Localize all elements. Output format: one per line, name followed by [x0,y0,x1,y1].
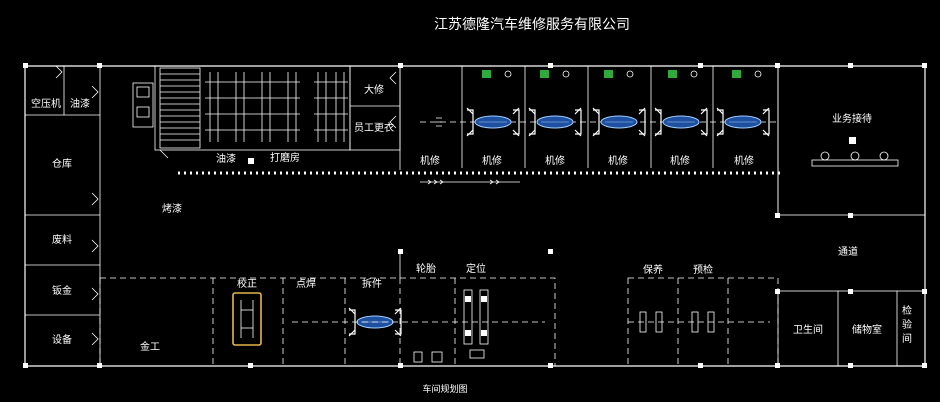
room-waste: 废料 [52,233,72,246]
area-paint-bake: 烤漆 [162,202,182,215]
room-staff-locker: 员工更衣 [354,121,394,134]
reception-area [777,65,926,216]
mech-bay-label: 机修 [670,154,690,167]
equipment-marker [690,70,698,78]
equipment-marker [562,70,570,78]
car-on-lift [592,107,646,137]
svg-text:验: 验 [902,318,912,331]
svg-text:检: 检 [902,304,912,317]
calibration-frame [232,292,262,346]
room-oil-store: 油漆 [70,97,90,110]
equipment-marker [754,70,762,78]
equipment-marker [540,70,549,78]
equipment-marker [504,70,512,78]
plan-caption: 车间规划图 [422,383,467,395]
room-equipment: 设备 [52,333,72,346]
room-paint: 油漆 [216,152,236,165]
room-inspection: 检 验 间 [902,304,912,345]
left-rooms [25,65,100,346]
room-reception: 业务接待 [832,112,872,125]
area-alignment: 定位 [466,262,486,275]
area-passage: 通道 [838,245,858,258]
mech-bays [178,66,780,215]
equipment-marker [626,70,634,78]
alignment-ramps [413,289,489,363]
bottom-zones [99,249,556,367]
mech-bay-label: 机修 [545,154,565,167]
mech-bay-label: 机修 [734,154,754,167]
equipment-marker [482,70,491,78]
car-on-lift [466,107,520,137]
car-on-lift [654,107,708,137]
car-on-lift [348,307,402,337]
lift-stations [348,70,770,337]
overhaul-locker [349,65,401,151]
area-metalwork: 金工 [140,340,160,353]
room-warehouse: 仓库 [52,157,72,170]
maintenance-zone [627,277,779,367]
room-overhaul: 大修 [364,83,384,96]
structural-columns [23,63,927,368]
area-calibration: 校正 [237,277,257,290]
company-title: 江苏德隆汽车维修服务有限公司 [434,16,630,33]
area-spot-weld: 点焊 [296,278,316,290]
paint-booths [132,65,351,164]
room-restroom: 卫生间 [793,323,823,336]
equipment-marker [668,70,677,78]
area-tire: 轮胎 [416,262,436,275]
equipment-marker [732,70,741,78]
mech-bay-labels: 机修 机修 机修 机修 机修 机修 [420,154,754,167]
service-rooms [777,290,926,367]
room-sanding: 打磨房 [270,151,300,164]
mech-bay-label: 机修 [482,154,502,167]
area-maintenance: 保养 [643,263,663,276]
equipment-marker [604,70,613,78]
area-disassembly: 拆件 [362,277,382,290]
room-compressor: 空压机 [31,97,61,110]
room-sheet-metal: 钣金 [52,284,72,297]
car-on-lift [716,107,770,137]
area-pre-check: 预检 [693,263,713,276]
room-storage: 储物室 [852,323,882,336]
mech-bay-label: 机修 [420,154,440,167]
mech-bay-label: 机修 [608,154,628,167]
svg-text:间: 间 [902,332,912,345]
car-on-lift [528,107,582,137]
